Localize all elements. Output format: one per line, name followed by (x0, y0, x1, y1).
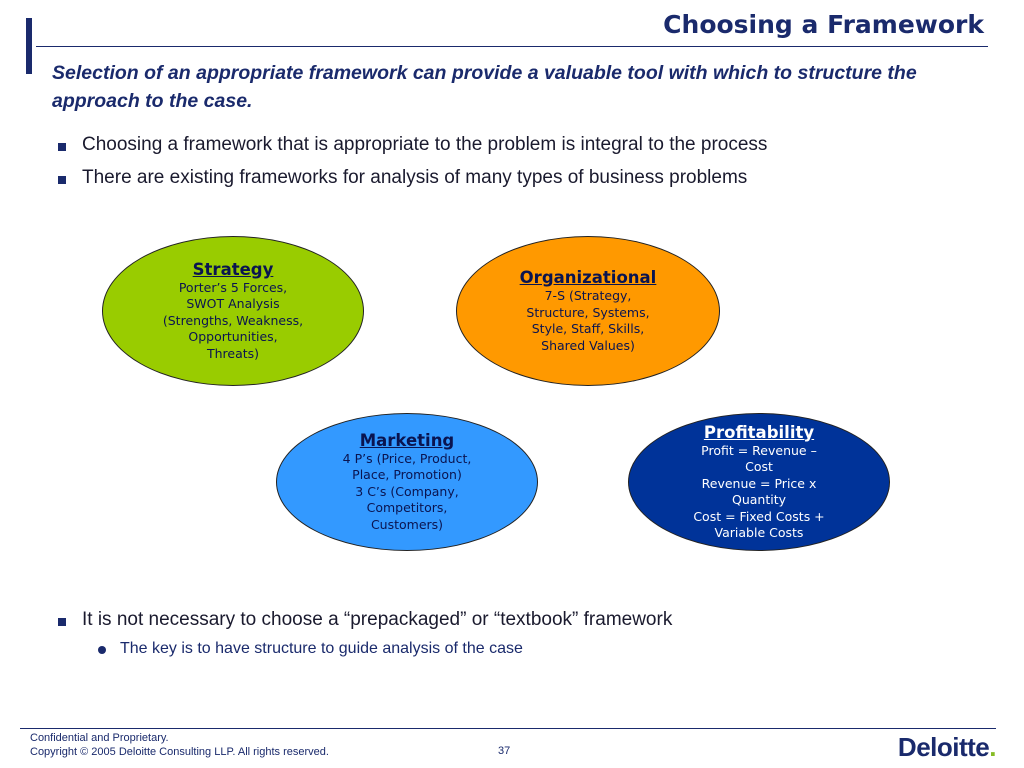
oval-line: Customers) (370, 516, 444, 532)
bullet-text: It is not necessary to choose a “prepack… (82, 609, 673, 630)
sub-bullet-text: The key is to have structure to guide an… (120, 640, 523, 657)
square-bullet-icon (58, 176, 66, 184)
title-divider (36, 46, 988, 47)
oval-line: Porter’s 5 Forces, (178, 279, 288, 295)
oval-line: 3 C’s (Company, (355, 483, 459, 499)
oval-line: Opportunities, (188, 329, 278, 345)
oval-line: Threats) (206, 345, 260, 361)
oval-line: Cost (745, 459, 773, 474)
footer-notice: Confidential and Proprietary. Copyright … (30, 731, 329, 759)
oval-line: Quantity (731, 492, 787, 507)
confidential-notice: Confidential and Proprietary. (30, 732, 169, 744)
oval-line: Variable Costs (714, 525, 804, 540)
oval-line: Profit = Revenue – (701, 442, 817, 458)
page-subtitle: Selection of an appropriate framework ca… (52, 62, 917, 112)
copyright-notice: Copyright © 2005 Deloitte Consulting LLP… (30, 746, 329, 758)
accent-bar (26, 18, 32, 74)
oval-heading: Profitability (703, 422, 815, 442)
marketing-framework-oval: Marketing 4 P’s (Price, Product, Place, … (276, 413, 538, 551)
oval-line: (Strengths, Weakness, (162, 312, 304, 328)
oval-heading: Strategy (192, 259, 274, 279)
footer-divider (20, 728, 996, 729)
page-number: 37 (498, 745, 511, 757)
oval-line: Revenue = Price x (701, 475, 817, 491)
bullet-text: There are existing frameworks for analys… (82, 167, 748, 188)
oval-heading: Organizational (519, 268, 657, 287)
page-title: Choosing a Framework (663, 10, 984, 39)
oval-line: Competitors, (366, 500, 448, 516)
deloitte-logo: Deloitte. (897, 732, 997, 763)
organizational-framework-oval: Organizational 7-S (Strategy, Structure,… (456, 236, 720, 386)
profitability-framework-oval: Profitability Profit = Revenue – Cost Re… (628, 413, 890, 551)
square-bullet-icon (58, 143, 66, 151)
bullet-text: Choosing a framework that is appropriate… (82, 134, 768, 155)
square-bullet-icon (58, 618, 66, 626)
oval-line: Place, Promotion) (352, 467, 462, 483)
strategy-framework-oval: Strategy Porter’s 5 Forces, SWOT Analysi… (102, 236, 364, 386)
oval-line: Cost = Fixed Costs + (693, 508, 825, 524)
oval-line: 7-S (Strategy, (544, 288, 632, 303)
round-bullet-icon (98, 646, 106, 654)
logo-dot: . (989, 732, 996, 762)
oval-line: SWOT Analysis (186, 296, 280, 312)
logo-text: Deloitte (897, 732, 990, 762)
oval-line: Structure, Systems, (526, 304, 650, 320)
oval-line: Style, Staff, Skills, (531, 321, 645, 336)
oval-line: 4 P’s (Price, Product, (342, 450, 472, 466)
oval-line: Shared Values) (541, 337, 635, 353)
oval-heading: Marketing (359, 430, 455, 450)
